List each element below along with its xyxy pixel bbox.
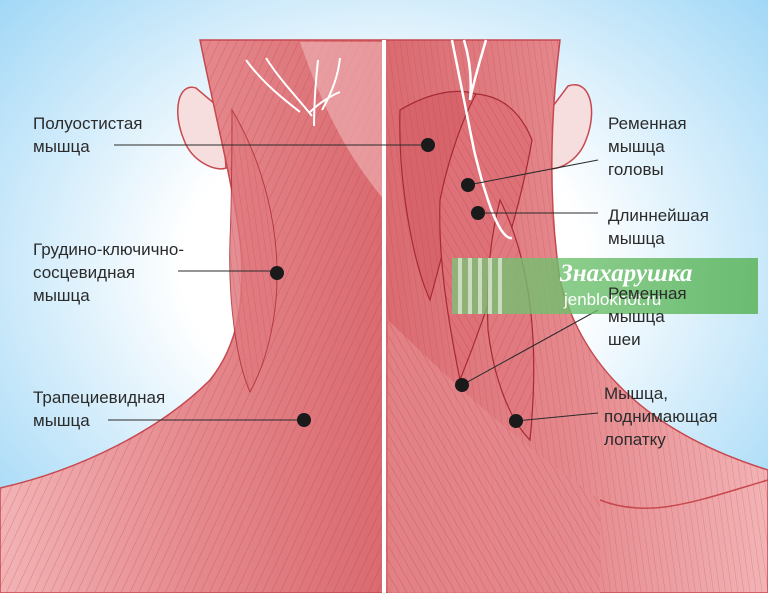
trapezius-fibers bbox=[0, 40, 384, 593]
dot-semispinalis bbox=[421, 138, 435, 152]
watermark: Знахарушка jenbloknot.ru bbox=[452, 258, 758, 314]
dot-sternocleidomastoid bbox=[270, 266, 284, 280]
watermark-stripes bbox=[452, 258, 512, 314]
shoulder-contour bbox=[599, 479, 768, 510]
label-trapezius: Трапециевидная мышца bbox=[33, 388, 166, 430]
label-semispinalis: Полуостистая мышца bbox=[33, 114, 143, 156]
dot-splenius-cervicis bbox=[455, 378, 469, 392]
label-splenius-cervicis: Ременная мышца шеи bbox=[608, 284, 687, 349]
dot-splenius-capitis bbox=[461, 178, 475, 192]
label-longissimus: Длиннейшая мышца bbox=[608, 206, 709, 248]
leader-lines bbox=[108, 144, 599, 422]
leader-splenius-cervicis bbox=[461, 309, 599, 386]
right-nerve bbox=[450, 39, 513, 240]
dot-levator-scapulae bbox=[509, 414, 523, 428]
label-splenius-capitis: Ременная мышца головы bbox=[608, 114, 687, 179]
watermark-brand: Знахарушка bbox=[560, 260, 693, 287]
dot-trapezius bbox=[297, 413, 311, 427]
left-nerves bbox=[245, 57, 341, 127]
leader-splenius-capitis bbox=[467, 159, 599, 186]
sternocleidomastoid-fibers bbox=[229, 110, 278, 392]
marker-dots bbox=[270, 138, 523, 428]
right-shoulder-fibers bbox=[388, 320, 600, 593]
left-skull-shadow bbox=[300, 42, 384, 200]
watermark-site: jenbloknot.ru bbox=[564, 290, 662, 309]
label-sternocleidomastoid: Грудино-ключично- сосцевидная мышца bbox=[33, 240, 185, 305]
label-levator-scapulae: Мышца, поднимающая лопатку bbox=[604, 384, 718, 449]
dot-longissimus bbox=[471, 206, 485, 220]
leader-levator-scapulae bbox=[515, 412, 599, 422]
